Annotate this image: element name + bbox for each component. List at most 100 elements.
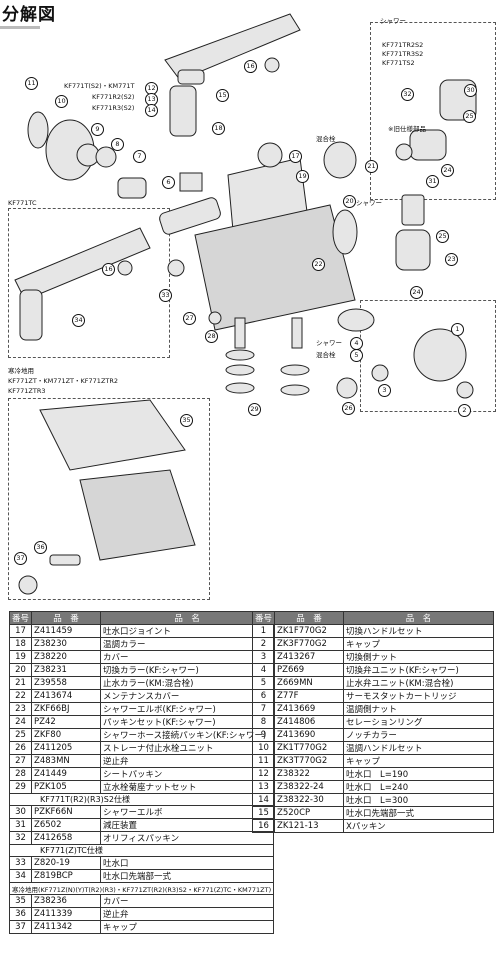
part-name: シートパッキン xyxy=(100,767,275,781)
callout-32: 32 xyxy=(401,88,414,101)
table-section-row: KF771(Z)TC仕様 xyxy=(8,844,275,857)
callout-5: 5 xyxy=(350,349,363,362)
cold-region-box xyxy=(8,398,210,600)
callout-10: 10 xyxy=(55,95,68,108)
callout-24-shower: 24 xyxy=(441,164,454,177)
callout-33: 33 xyxy=(159,289,172,302)
part-name: セレーションリング xyxy=(343,715,494,729)
spout-model-3: KF771R3(S2) xyxy=(92,104,135,112)
callout-16: 16 xyxy=(244,60,257,73)
part-number-index: 34 xyxy=(8,869,33,883)
part-name: キャップ xyxy=(343,754,494,768)
part-name: 止水弁ユニット(KM:混合栓) xyxy=(343,676,494,690)
callout-29: 29 xyxy=(248,403,261,416)
section-label: 寒冷地用(KF771Z(N)(Y)T(R2)(R3)・KF771ZT(R2)(R… xyxy=(8,882,275,895)
spout-model-2: KF771R2(S2) xyxy=(92,93,135,101)
part-name: シャワーホース接続パッキン(KF:シャワー) xyxy=(100,728,275,742)
part-name: 切換ハンドルセット xyxy=(343,624,494,638)
callout-1: 1 xyxy=(451,323,464,336)
part-number-index: 13 xyxy=(251,780,276,794)
part-code: Z38230 xyxy=(31,637,102,651)
spout-pipe xyxy=(164,13,301,81)
section-label: KF771T(R2)(R3)S2仕様 xyxy=(8,793,275,806)
part-name: 逆止弁 xyxy=(100,754,275,768)
callout-9: 9 xyxy=(91,123,104,136)
old-parts-note: ※旧仕様部品 xyxy=(388,125,426,133)
part-name: 止水カラー(KM:混合栓) xyxy=(100,676,275,690)
callout-21: 21 xyxy=(365,160,378,173)
callout-31: 31 xyxy=(426,175,439,188)
shower-right-label: シャワー xyxy=(356,199,382,207)
table-section-row: KF771T(R2)(R3)S2仕様 xyxy=(8,793,275,806)
callout-25: 25 xyxy=(436,230,449,243)
shower-mid-label: シャワー xyxy=(316,339,342,347)
mix-label: 混合栓 xyxy=(316,135,336,143)
part-code: ZK3F770G2 xyxy=(274,637,345,651)
callout-7: 7 xyxy=(133,150,146,163)
callout-34: 34 xyxy=(72,314,85,327)
part-name: 温調側ナット xyxy=(343,702,494,716)
part-name: Xパッキン xyxy=(343,819,494,833)
callout-20: 20 xyxy=(343,195,356,208)
part-code: Z412658 xyxy=(31,831,102,845)
shower-box xyxy=(370,22,496,200)
header-part-no: 品 番 xyxy=(274,611,345,625)
part-name: 逆止弁 xyxy=(100,907,275,921)
part-code: PZK105 xyxy=(31,780,102,794)
part-code: Z413690 xyxy=(274,728,345,742)
part-code: Z413267 xyxy=(274,650,345,664)
cartridge xyxy=(159,197,221,235)
cold-label-2: KF771ZT・KM771ZT・KF771ZTR2 xyxy=(8,377,119,385)
part-code: PZKF66N xyxy=(31,805,102,819)
part-number-index: 23 xyxy=(8,702,33,716)
part-number-index: 3 xyxy=(251,650,276,664)
part-name: カバー xyxy=(100,650,275,664)
part-number-index: 11 xyxy=(251,754,276,768)
part-name: シャワーエルボ xyxy=(100,805,275,819)
callout-6: 6 xyxy=(162,176,175,189)
part-number-index: 26 xyxy=(8,741,33,755)
part-name: 吐水口先端部一式 xyxy=(100,869,275,883)
part-code: Z669MN xyxy=(274,676,345,690)
part-number-index: 5 xyxy=(251,676,276,690)
part-number-index: 21 xyxy=(8,676,33,690)
part-code: Z77F xyxy=(274,689,345,703)
part-name: 吐水口ジョイント xyxy=(100,624,275,638)
page-title: 分解図 xyxy=(2,5,56,25)
shower-model-2: KF771TR3S2 xyxy=(382,50,424,58)
part-code: ZKF66BJ xyxy=(31,702,102,716)
callout-16-tc: 16 xyxy=(102,263,115,276)
callout-8: 8 xyxy=(111,138,124,151)
part-code: Z483MN xyxy=(31,754,102,768)
part-number-index: 35 xyxy=(8,894,33,908)
part-code: Z41449 xyxy=(31,767,102,781)
part-number-index: 25 xyxy=(8,728,33,742)
part-number-index: 2 xyxy=(251,637,276,651)
callout-11: 11 xyxy=(25,77,38,90)
part-code: Z38322-30 xyxy=(274,793,345,807)
part-number-index: 10 xyxy=(251,741,276,755)
callout-37: 37 xyxy=(14,552,27,565)
part-code: Z413674 xyxy=(31,689,102,703)
part-code: PZ669 xyxy=(274,663,345,677)
